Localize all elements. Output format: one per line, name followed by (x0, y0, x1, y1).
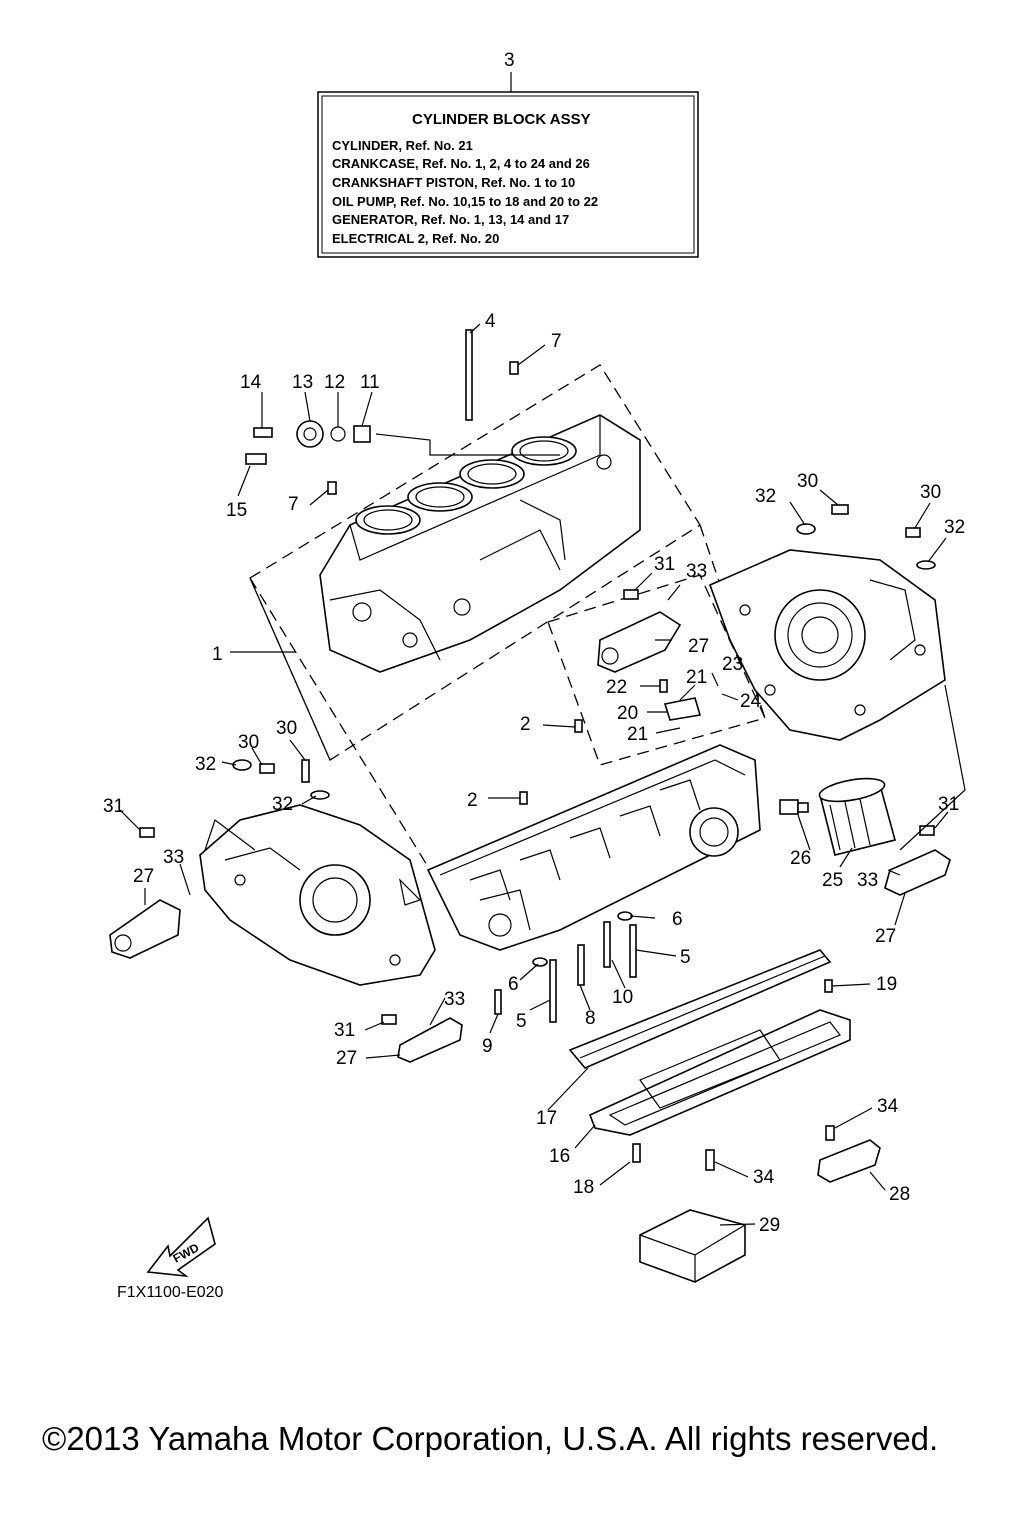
callout-10: 10 (612, 987, 633, 1008)
callout-31: 31 (334, 1020, 355, 1041)
info-box: 3 CYLINDER BLOCK ASSY CYLINDER, Ref. No.… (317, 50, 699, 258)
info-box-line-4: OIL PUMP, Ref. No. 10,15 to 18 and 20 to… (332, 194, 598, 209)
leader-lines (119, 323, 966, 1226)
info-box-ref-number: 3 (504, 50, 515, 71)
callout-27: 27 (688, 636, 709, 657)
info-box-line-6: ELECTRICAL 2, Ref. No. 20 (332, 231, 499, 246)
callout-5: 5 (516, 1011, 527, 1032)
callout-21: 21 (686, 667, 707, 688)
callout-7: 7 (551, 331, 562, 352)
callout-23: 23 (722, 654, 743, 675)
callout-32: 32 (195, 754, 216, 775)
callout-6: 6 (672, 909, 683, 930)
callout-20: 20 (617, 703, 638, 724)
info-box-title: CYLINDER BLOCK ASSY (412, 111, 591, 128)
info-box-line-1: CYLINDER, Ref. No. 21 (332, 138, 473, 153)
callout-28: 28 (889, 1184, 910, 1205)
info-box-line-3: CRANKSHAFT PISTON, Ref. No. 1 to 10 (332, 175, 575, 190)
callout-12: 12 (324, 372, 345, 393)
callout-8: 8 (585, 1008, 596, 1029)
callout-33: 33 (686, 561, 707, 582)
callout-33: 33 (444, 989, 465, 1010)
callout-14: 14 (240, 372, 262, 393)
callout-6: 6 (508, 974, 519, 995)
callout-27: 27 (875, 926, 896, 947)
callout-29: 29 (759, 1215, 780, 1236)
callout-2: 2 (520, 714, 531, 735)
callout-30: 30 (276, 718, 297, 739)
callout-34: 34 (753, 1167, 775, 1188)
callout-15: 15 (226, 500, 247, 521)
callout-22: 22 (606, 677, 627, 698)
callout-7: 7 (288, 494, 299, 515)
callout-30: 30 (238, 732, 259, 753)
callout-25: 25 (822, 870, 843, 891)
callout-9: 9 (482, 1036, 493, 1057)
callout-33: 33 (163, 847, 184, 868)
callout-13: 13 (292, 372, 313, 393)
callout-26: 26 (790, 848, 811, 869)
hardware (139, 329, 936, 1171)
oil-filter (779, 777, 896, 856)
callout-16: 16 (549, 1146, 570, 1167)
generator-cover (708, 549, 946, 741)
callout-5: 5 (680, 947, 691, 968)
crankcase-lower (426, 744, 761, 951)
gasket-and-oil-pan (568, 949, 851, 1136)
callout-21: 21 (627, 724, 648, 745)
callout-32: 32 (272, 794, 293, 815)
callout-30: 30 (797, 471, 818, 492)
info-box-line-5: GENERATOR, Ref. No. 1, 13, 14 and 17 (332, 212, 569, 227)
callout-11: 11 (360, 372, 380, 393)
callout-24: 24 (740, 691, 762, 712)
cylinder-block-upper (319, 414, 641, 673)
callout-34: 34 (877, 1096, 899, 1117)
callout-31: 31 (654, 554, 675, 575)
callout-32: 32 (755, 486, 776, 507)
callout-31: 31 (938, 794, 959, 815)
engine-mounts (109, 611, 951, 1283)
callout-32: 32 (944, 517, 965, 538)
info-box-line-2: CRANKCASE, Ref. No. 1, 2, 4 to 24 and 26 (332, 156, 590, 171)
callout-27: 27 (133, 866, 154, 887)
callout-27: 27 (336, 1048, 357, 1069)
callout-30: 30 (920, 482, 941, 503)
callout-19: 19 (876, 974, 897, 995)
callout-18: 18 (573, 1177, 594, 1198)
callout-4: 4 (485, 311, 496, 332)
copyright-notice: ©2013 Yamaha Motor Corporation, U.S.A. A… (42, 1420, 938, 1457)
left-side-cover (199, 804, 436, 986)
callout-labels: 4 7 14 13 12 11 15 7 30 32 30 32 31 33 2… (103, 311, 965, 1236)
callout-1: 1 (212, 644, 223, 665)
fwd-arrow-icon: FWD (146, 1216, 216, 1278)
callout-33: 33 (857, 870, 878, 891)
diagram-code: F1X1100-E020 (117, 1284, 224, 1301)
callout-31: 31 (103, 796, 124, 817)
callout-17: 17 (536, 1108, 557, 1129)
callout-2: 2 (467, 790, 478, 811)
